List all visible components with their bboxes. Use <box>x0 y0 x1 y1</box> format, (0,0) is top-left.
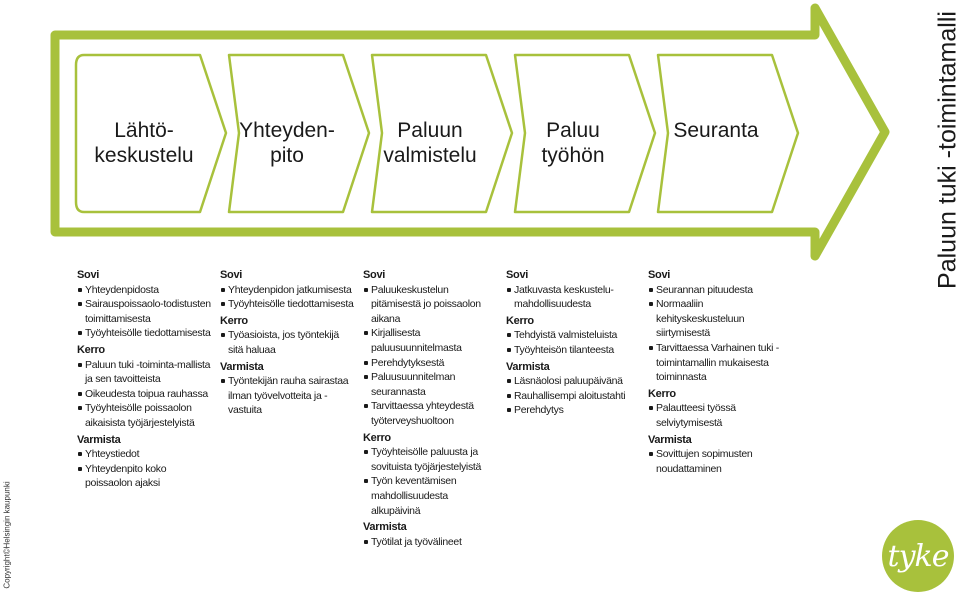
process-step-label: Lähtö-keskustelu <box>94 119 193 167</box>
section-heading: Varmista <box>77 433 121 446</box>
bullet-item: Jatkuvasta keskustelu-mahdollisuudesta <box>506 283 642 312</box>
bullet-item: Työyhteisön tilanteesta <box>506 343 642 358</box>
bullet-item: Yhteydenpidon jatkumisesta <box>220 283 356 298</box>
bullet-item: Normaaliin kehityskeskusteluun siirtymis… <box>648 297 784 341</box>
section-heading: Sovi <box>506 269 529 281</box>
bullet-item: Työyhteisölle poissaolon aikaisista työj… <box>77 401 213 430</box>
bullet-item: Yhteydenpidosta <box>77 283 213 298</box>
section-heading: Kerro <box>506 314 534 327</box>
bullet-item: Paluun tuki -toiminta-mallista ja sen ta… <box>77 358 213 387</box>
bullet-item: Yhteystiedot <box>77 447 213 462</box>
tyke-logo: tyke <box>882 520 954 592</box>
bullet-item: Työtilat ja työvälineet <box>363 535 499 550</box>
section-heading: Sovi <box>648 269 671 281</box>
bullet-item: Tarvittaessa yhteydestä työterveyshuolto… <box>363 399 499 428</box>
process-step-chevron <box>74 53 228 214</box>
bullet-item: Työyhteisölle tiedottamisesta <box>220 297 356 312</box>
bullet-item: Tehdyistä valmisteluista <box>506 328 642 343</box>
section-heading: Sovi <box>363 269 386 281</box>
process-step-chevron <box>370 53 514 214</box>
section-heading: Kerro <box>77 343 105 356</box>
bullet-item: Tarvittaessa Varhainen tuki -toimintamal… <box>648 341 784 385</box>
process-step-chevron <box>513 53 657 214</box>
process-step-label: Seuranta <box>673 119 759 142</box>
section-heading: Sovi <box>77 269 100 281</box>
section-heading: Varmista <box>363 521 407 534</box>
bullet-item: Paluukeskustelun pitämisestä jo poissaol… <box>363 283 499 327</box>
bullet-item: Työntekijän rauha sairastaa ilman työvel… <box>220 374 356 418</box>
bullet-item: Paluusuunnitelman seurannasta <box>363 370 499 399</box>
bullet-item: Työyhteisölle paluusta ja sovituista työ… <box>363 445 499 474</box>
page-title: Paluun tuki -toimintamalli <box>933 11 960 289</box>
bullet-item: Yhteydenpito koko poissaolon ajaksi <box>77 462 213 491</box>
process-step-label: Yhteyden-pito <box>239 119 335 167</box>
bullet-item: Sairauspoissaolo-todistusten toimittamis… <box>77 297 213 326</box>
section-heading: Varmista <box>648 433 692 446</box>
bullet-item: Sovittujen sopimusten noudattaminen <box>648 447 784 476</box>
process-step-chevron <box>656 53 800 214</box>
bullet-item: Rauhallisempi aloitustahti <box>506 389 642 404</box>
bullet-item: Työyhteisölle tiedottamisesta <box>77 326 213 341</box>
bullet-item: Perehdytyksestä <box>363 356 499 371</box>
bullet-item: Läsnäolosi paluupäivänä <box>506 374 642 389</box>
bullet-item: Kirjallisesta paluusuunnitelmasta <box>363 326 499 355</box>
section-heading: Varmista <box>220 360 264 373</box>
bullet-item: Seurannan pituudesta <box>648 283 784 298</box>
bullet-item: Työasioista, jos työntekijä sitä haluaa <box>220 328 356 357</box>
bullet-item: Oikeudesta toipua rauhassa <box>77 387 213 402</box>
section-heading: Kerro <box>363 431 391 444</box>
bullet-item: Perehdytys <box>506 403 642 418</box>
section-heading: Kerro <box>648 387 676 400</box>
section-heading: Kerro <box>220 314 248 327</box>
section-heading: Sovi <box>220 269 243 281</box>
bullet-item: Työn keventämisen mahdollisuudesta alkup… <box>363 474 499 518</box>
copyright-notice: Copyright©Helsingin kaupunki <box>2 481 12 589</box>
section-heading: Varmista <box>506 360 550 373</box>
process-step-chevron <box>227 53 371 214</box>
bullet-item: Palautteesi työssä selviytymisestä <box>648 401 784 430</box>
